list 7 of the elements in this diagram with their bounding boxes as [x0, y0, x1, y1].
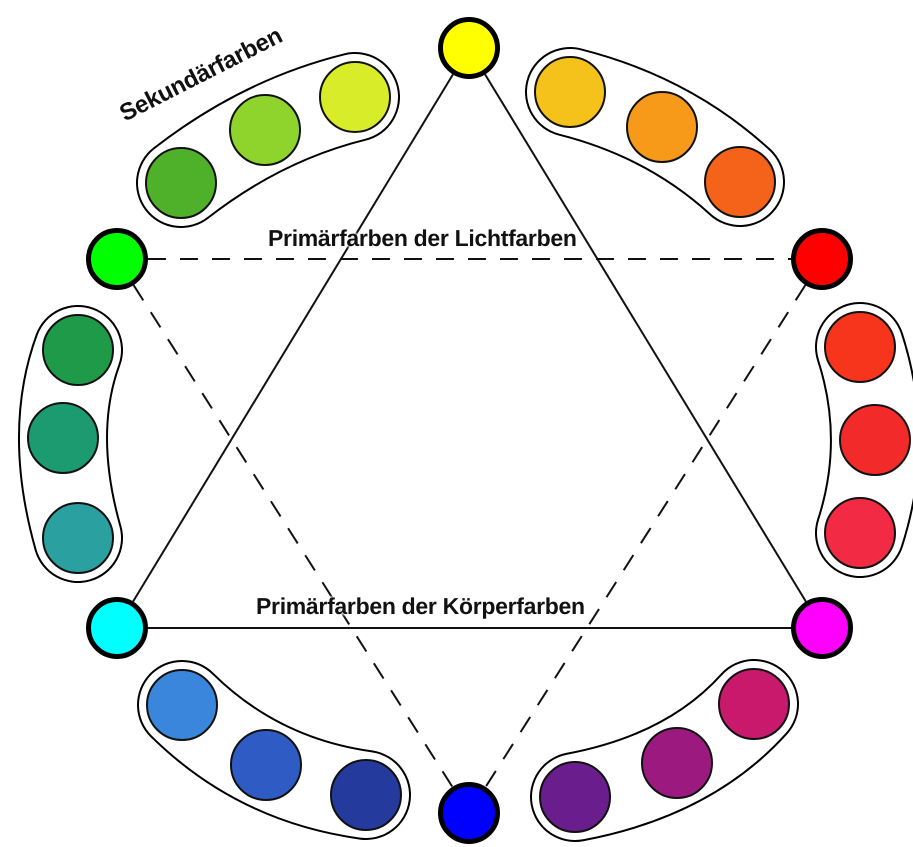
connector-line: [484, 74, 807, 602]
dashed-line: [132, 284, 454, 788]
dashed-line: [148, 258, 791, 260]
heading-label: Primärfarben der Körperfarben: [256, 593, 585, 620]
connector-line: [148, 627, 791, 629]
dashed-line: [484, 284, 806, 788]
connector-line: [132, 74, 454, 602]
